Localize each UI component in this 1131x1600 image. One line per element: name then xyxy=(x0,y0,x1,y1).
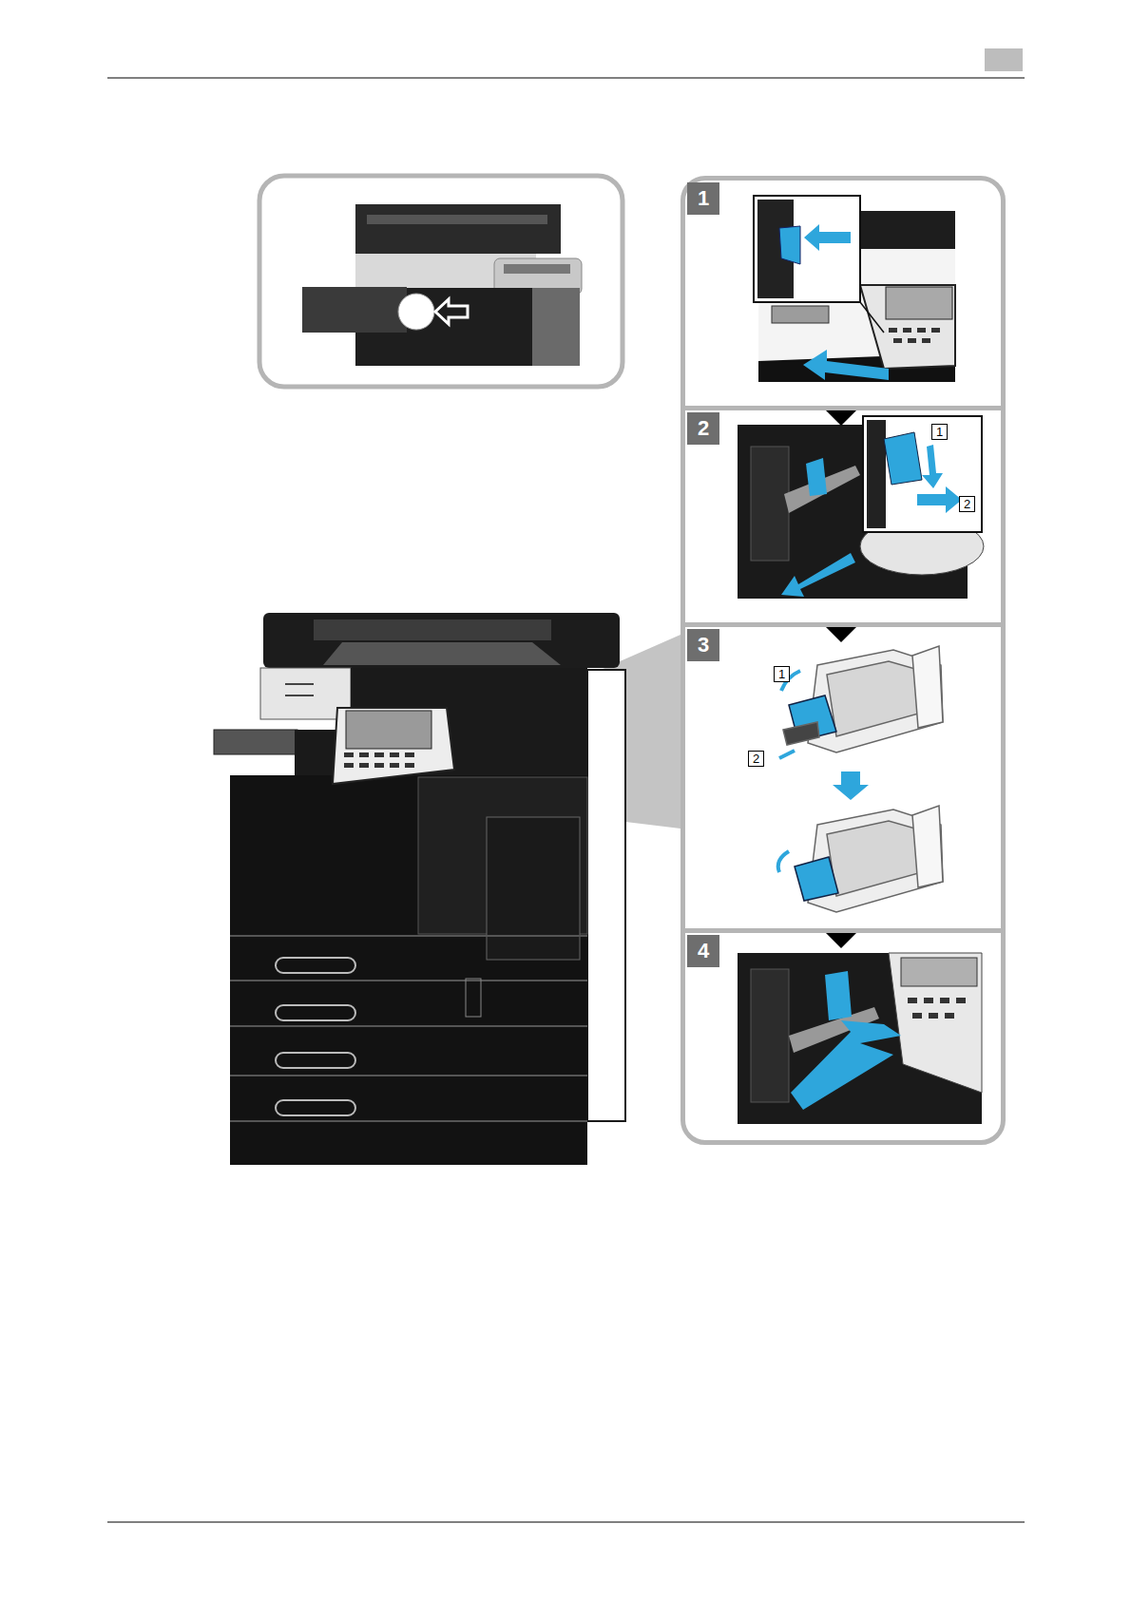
step-1-picture xyxy=(753,195,956,383)
step-number: 4 xyxy=(687,935,720,968)
step-number: 3 xyxy=(687,629,720,662)
step-arrow xyxy=(825,933,857,949)
callout-number: 2 xyxy=(958,496,976,513)
step-arrow xyxy=(825,410,857,426)
chapter-tab xyxy=(984,48,1023,72)
step-panel: 2 xyxy=(680,405,1006,628)
step-panel: 3 xyxy=(680,622,1006,934)
step-arrow xyxy=(825,627,857,643)
step-3-picture xyxy=(778,646,943,913)
step-4-picture xyxy=(737,953,982,1125)
footer-rule xyxy=(107,1522,1025,1524)
step-panel: 4 xyxy=(680,928,1006,1146)
header-rule xyxy=(107,77,1025,79)
callout-number: 1 xyxy=(773,666,790,683)
step-number: 2 xyxy=(687,412,720,445)
arrowhead xyxy=(825,410,857,426)
callout-number: 2 xyxy=(747,750,765,767)
copier-machine xyxy=(213,613,626,1166)
callout-number: 1 xyxy=(931,423,948,441)
arrowhead xyxy=(825,933,857,949)
arrowhead xyxy=(825,627,857,643)
step-panel: 1 xyxy=(680,175,1006,411)
location-inset xyxy=(259,175,623,387)
step-2-picture xyxy=(737,416,984,599)
step-number: 1 xyxy=(687,182,720,215)
